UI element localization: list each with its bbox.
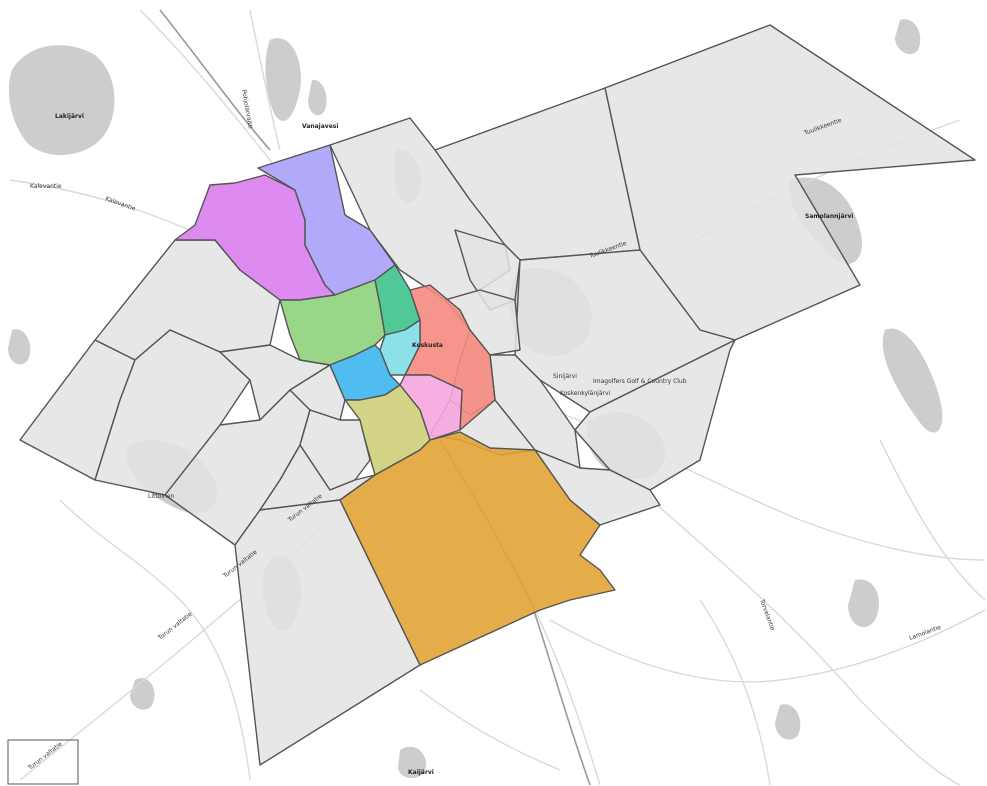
label-pohjolanraitti: Pohjolanraitti [240,89,254,129]
lake-west [8,45,115,155]
label-lake-west: Lakijärvi [55,113,84,120]
road-south-loop [419,689,561,771]
inset-box [7,739,79,785]
district-east-lower [574,339,736,491]
road-west-loop [59,499,251,781]
road-north2 [249,9,281,151]
grey-districts [19,24,976,766]
label-golf: Sinijärvi [553,373,577,380]
lake-south-east [848,579,879,628]
label-torvelantie: Torvelantie [758,597,776,632]
colored-districts [174,144,616,666]
label-lake-south: Kaijärvi [408,769,434,776]
label-lake-north: Vanajavesi [302,123,338,130]
district-orange[interactable] [339,431,616,666]
label-turun-4: Turun valtatie [26,741,64,773]
label-kalevantie: Kalevantie [30,183,62,190]
label-kalevantie2: Kalevantie [104,195,136,212]
road-south [529,599,601,786]
road-se [549,609,986,683]
label-turun-3: Turun valtatie [156,611,194,643]
label-golf-club: Imagolfers Golf & Country Club [593,378,687,385]
lake-north-small [308,79,327,116]
lake-west-small [8,329,31,365]
road-south2 [699,599,771,786]
label-center: Keskusta [412,342,443,349]
lake-south-centre [775,704,801,740]
lake-east-long [882,328,943,433]
district-west-5 [289,364,346,421]
lake-south [398,746,426,779]
road-east-sweep [639,489,961,786]
district-green[interactable] [279,279,386,366]
road-far-east [879,439,986,601]
label-lake-east: Samolannjärvi [805,213,853,220]
lake-north [265,38,301,121]
railway-north [159,9,271,151]
lake-south-west [130,678,155,710]
label-lake-sw: Littoinen [148,493,175,500]
label-lake-east2: Koskenkylänjärvi [560,390,611,397]
lake-far-east [895,19,921,55]
